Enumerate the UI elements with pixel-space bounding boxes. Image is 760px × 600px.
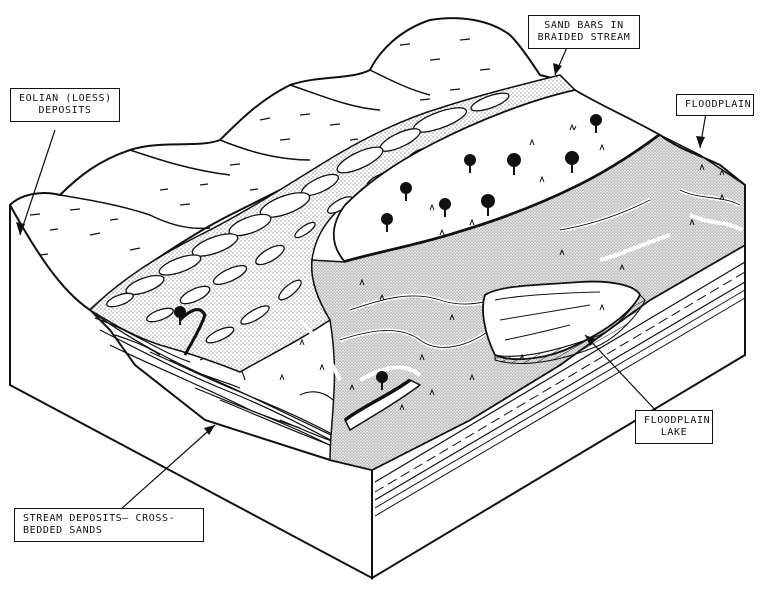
leader-stream-deposits [119,424,216,511]
braided-stream [88,74,577,373]
label-eolian-line1: EOLIAN (LOESS) [19,93,112,104]
label-sand-bars-line2: BRAIDED STREAM [537,32,631,43]
grass-tufts [279,123,725,411]
label-eolian-deposits: EOLIAN (LOESS) DEPOSITS [10,88,120,122]
label-sand-bars-line1: SAND BARS IN [544,20,624,31]
label-floodplain-lake: FLOODPLAIN LAKE [635,410,713,444]
label-eolian-line2: DEPOSITS [38,105,92,116]
label-floodplain-lake-line2: LAKE [660,427,688,438]
label-stream-deposits: STREAM DEPOSITS— CROSS- BEDDED SANDS [14,508,204,542]
label-floodplain-lake-line1: FLOODPLAIN [644,415,711,426]
label-floodplain-line1: FLOODPLAIN [685,99,752,110]
floodplain-lake [482,280,646,364]
leader-eolian [19,129,56,236]
front-levee [178,308,422,432]
label-stream-deposits-line2: BEDDED SANDS [23,525,103,536]
label-sand-bars: SAND BARS IN BRAIDED STREAM [528,15,640,49]
leader-lines [19,44,707,511]
label-stream-deposits-line1: STREAM DEPOSITS— CROSS- [23,513,176,524]
trees [174,114,602,390]
leader-arrowheads [16,63,705,435]
label-floodplain: FLOODPLAIN [676,94,754,116]
leader-lake [584,334,661,416]
right-edge-outline [659,134,746,245]
